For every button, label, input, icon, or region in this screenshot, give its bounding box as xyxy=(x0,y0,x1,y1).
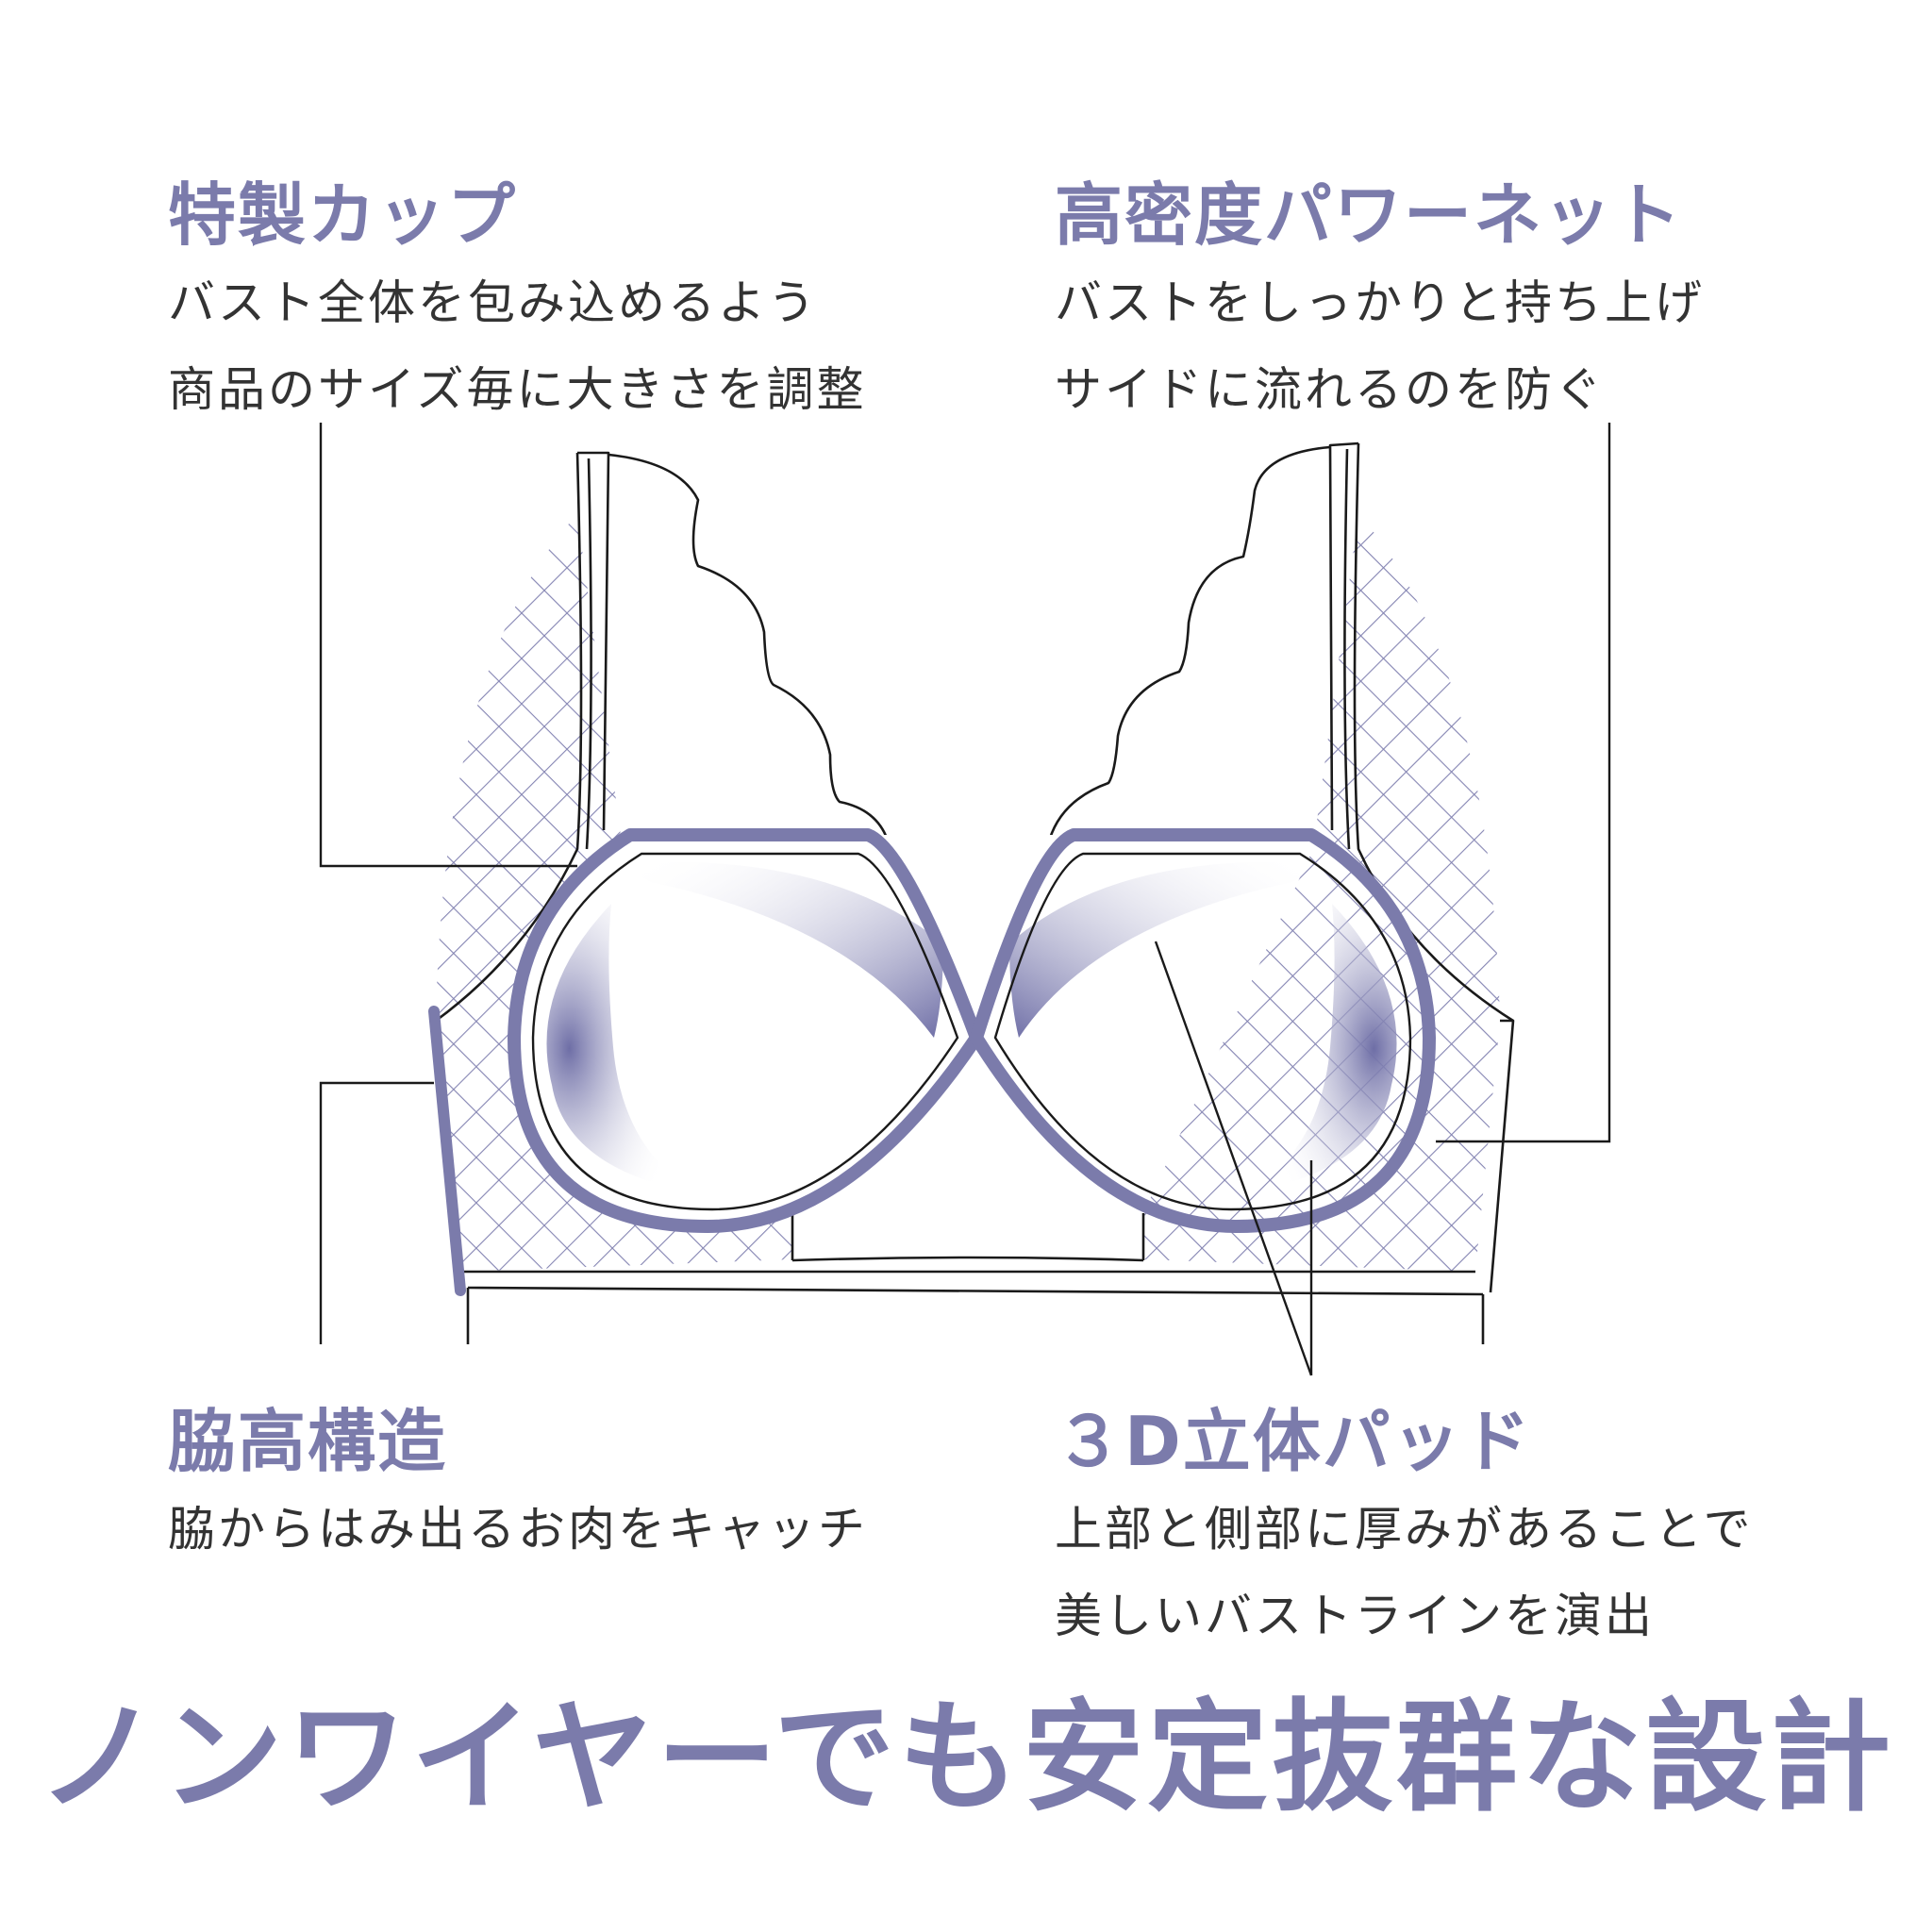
leader-pad xyxy=(1154,941,1313,1376)
right-cup-edge xyxy=(970,828,1436,1233)
leader-cup xyxy=(319,423,577,868)
bra-outline xyxy=(435,441,1515,1344)
left-cup-edge xyxy=(508,828,983,1233)
side-band-highlight xyxy=(428,1006,466,1296)
feature-cup: 特製カップ バスト全体を包み込めるよう 商品のサイズ毎に大きさを調整 xyxy=(168,181,867,423)
feature-pad-line2: 美しいバストラインを演出 xyxy=(1055,1589,1655,1643)
leader-lines xyxy=(319,423,1611,1376)
leader-side xyxy=(319,1081,434,1344)
feature-cup-line1: バスト全体を包み込めるよう xyxy=(168,275,818,330)
headline: ノンワイヤーでも安定抜群な設計 xyxy=(37,1688,1895,1828)
right-pad-top xyxy=(1009,862,1307,1038)
feature-side-line1: 脇からはみ出るお肉をキャッチ xyxy=(168,1502,868,1557)
feature-net-line1: バストをしっかりと持ち上げ xyxy=(1055,275,1705,330)
right-pad-side xyxy=(1245,904,1397,1193)
cups xyxy=(508,828,1436,1233)
leader-net xyxy=(1436,423,1611,1143)
left-pad-side xyxy=(546,904,698,1193)
feature-side: 脇高構造 脇からはみ出るお肉をキャッチ xyxy=(168,1407,868,1562)
feature-net: 高密度パワーネット バストをしっかりと持ち上げ サイドに流れるのを防ぐ xyxy=(1055,181,1705,423)
feature-net-title: 高密度パワーネット xyxy=(1055,175,1684,255)
feature-cup-line2: 商品のサイズ毎に大きさを調整 xyxy=(168,362,867,417)
feature-pad-line1: 上部と側部に厚みがあることで xyxy=(1055,1502,1754,1557)
feature-pad: ３D立体パッド 上部と側部に厚みがあることで 美しいバストラインを演出 xyxy=(1055,1407,1754,1649)
feature-cup-title: 特製カップ xyxy=(168,175,518,255)
feature-pad-title: ３D立体パッド xyxy=(1055,1402,1532,1481)
feature-side-title: 脇高構造 xyxy=(168,1402,448,1481)
right-cup-inner-edge xyxy=(993,852,1412,1211)
left-cup-inner-edge xyxy=(531,852,959,1211)
right-mesh-panel xyxy=(1143,514,1500,1272)
left-pad-top xyxy=(637,862,943,1038)
feature-net-line2: サイドに流れるのを防ぐ xyxy=(1055,362,1605,417)
